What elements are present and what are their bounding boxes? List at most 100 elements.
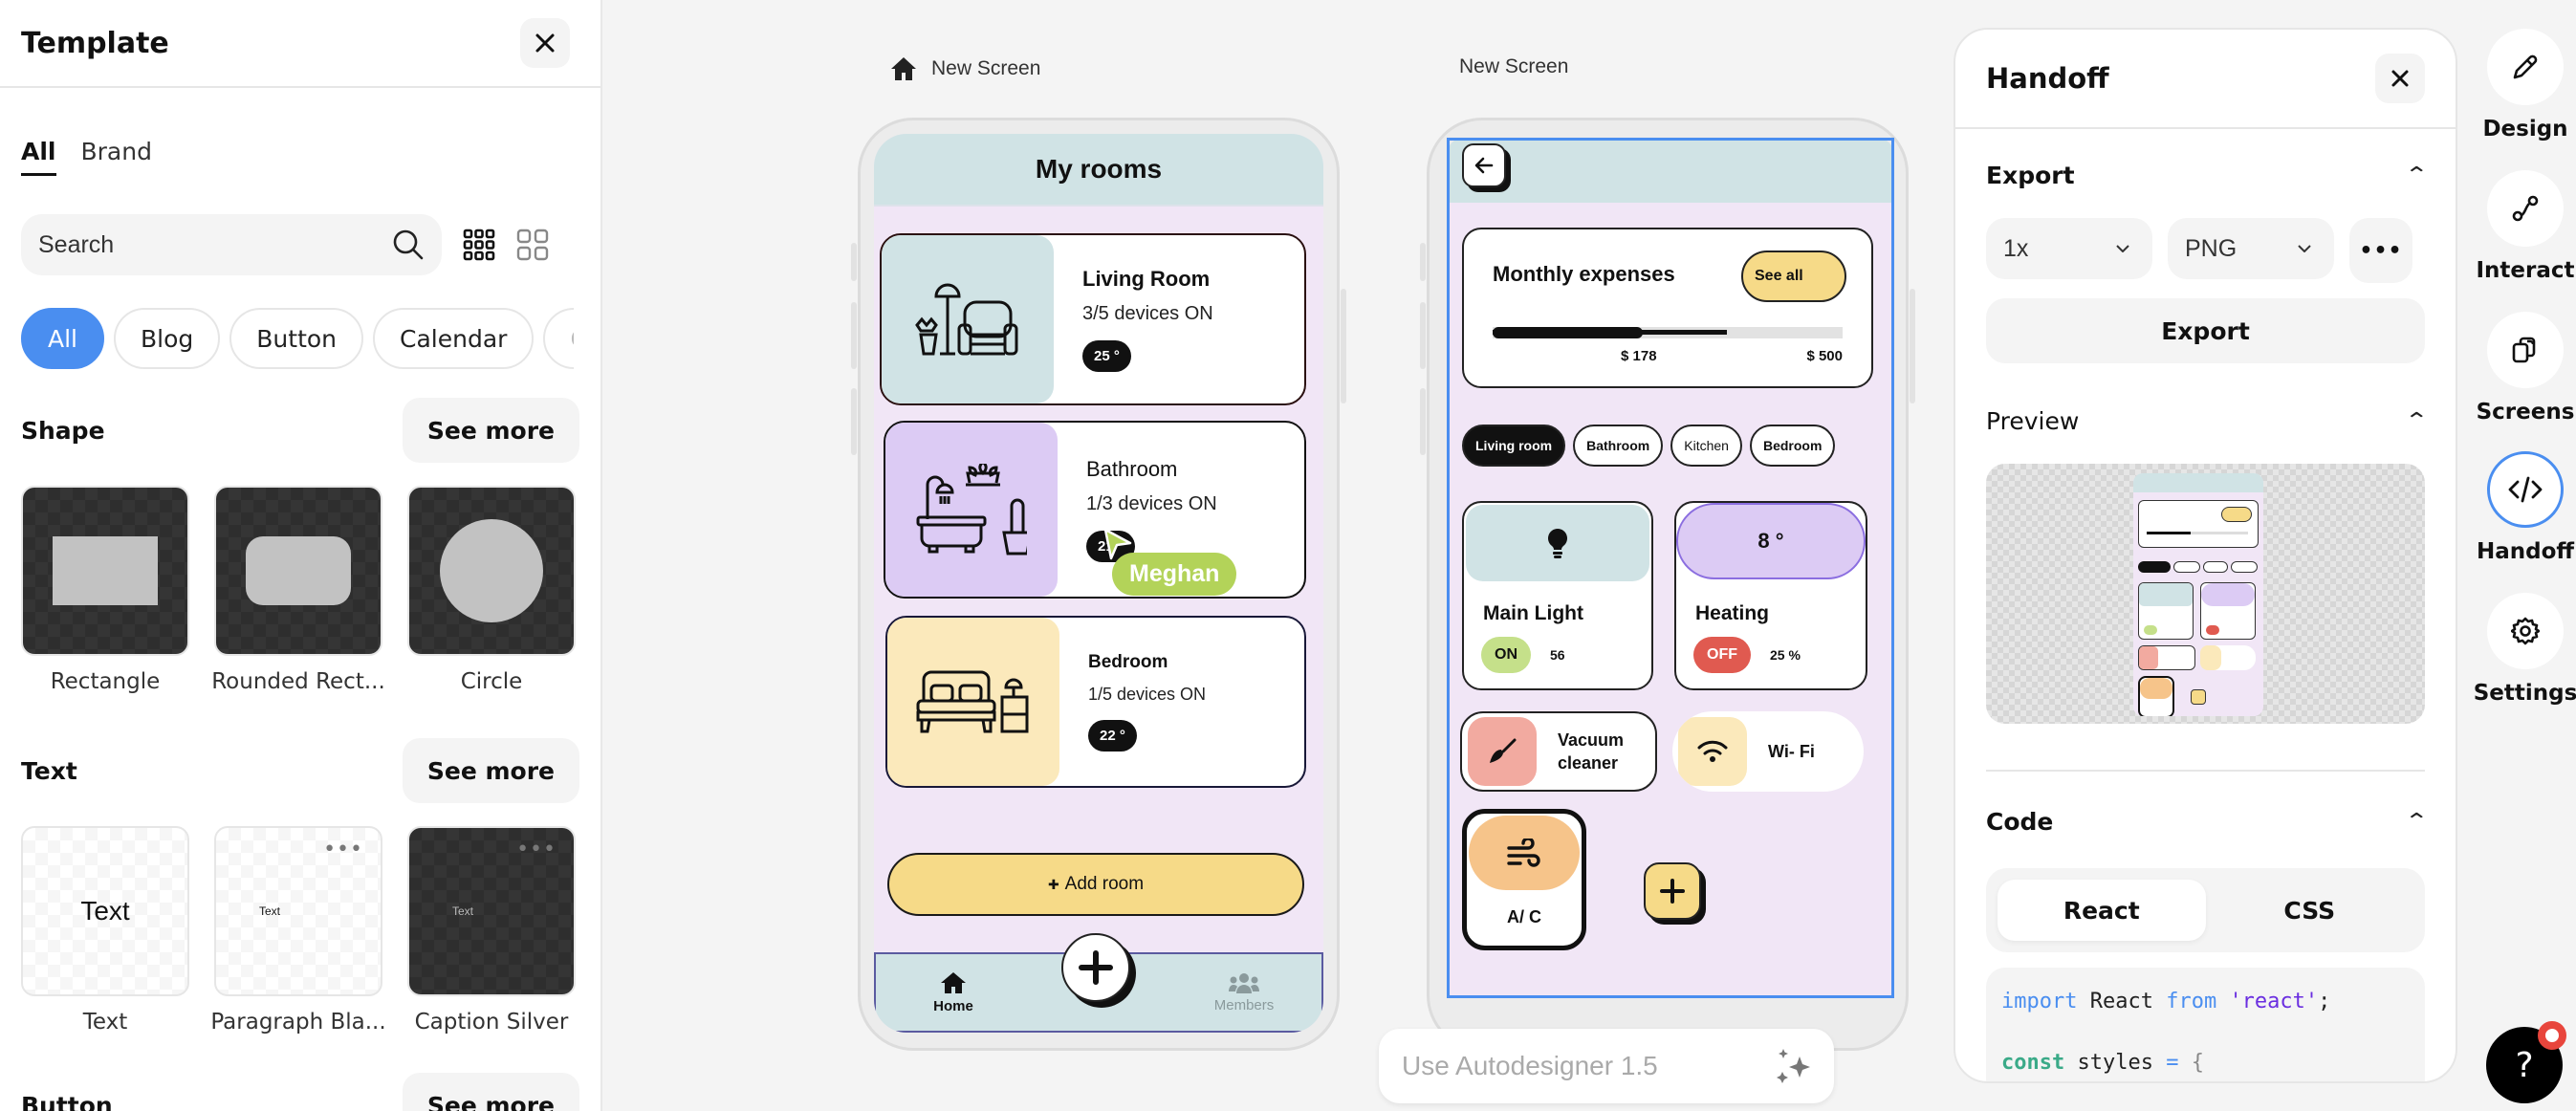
template-tile[interactable]: ••• Text Caption Silver [407, 826, 576, 1035]
section-title: Export [1986, 162, 2075, 189]
device-card-main-light[interactable]: Main Light ON 56 [1462, 501, 1653, 690]
rail-item-interact[interactable]: Interact [2476, 170, 2575, 283]
mini-tab [2138, 561, 2171, 573]
expenses-progress-bar [1493, 327, 1843, 338]
mini-progress [2147, 532, 2248, 534]
chevron-up-icon[interactable]: ⌃ [2403, 810, 2429, 834]
phone-frame-dashboard[interactable]: Monthly expenses See all $ 178 $ 500 Liv… [1420, 118, 1915, 1051]
tab-brand[interactable]: Brand [80, 138, 152, 165]
room-tab-living-room[interactable]: Living room [1462, 425, 1566, 467]
close-button[interactable] [2375, 54, 2425, 103]
device-card-vacuum[interactable]: Vacuum cleaner [1460, 711, 1657, 792]
room-tabs: Living room Bathroom Kitchen Bedroom [1462, 425, 1836, 467]
more-options-button[interactable]: ••• [2349, 218, 2412, 283]
rail-button[interactable] [2487, 170, 2564, 247]
home-icon [941, 971, 966, 993]
template-tile[interactable]: Text Text [21, 826, 189, 1035]
mini-see-all [2221, 507, 2252, 522]
chip-calendar[interactable]: Calendar [373, 308, 535, 369]
device-card-heating[interactable]: 8 ° Heating OFF 25 % [1674, 501, 1867, 690]
rail-button[interactable] [2487, 312, 2564, 388]
mini-device [2138, 645, 2195, 670]
grid-large-icon[interactable] [516, 229, 549, 261]
collaborator-name-tag: Meghan [1112, 553, 1237, 596]
rail-item-screens[interactable]: Screens [2477, 312, 2574, 425]
more-dots-icon[interactable]: ••• [516, 838, 557, 861]
chevron-up-icon[interactable]: ⌃ [2403, 163, 2429, 187]
mini-device [2138, 676, 2174, 716]
rail-label: Design [2482, 117, 2568, 142]
lightbulb-icon [1548, 529, 1567, 558]
see-more-button[interactable]: See more [402, 398, 579, 463]
nav-item-members[interactable]: Members [1187, 972, 1301, 1013]
text-preview: Text [258, 904, 280, 918]
tab-css[interactable]: CSS [2283, 896, 2336, 925]
see-more-button[interactable]: See more [402, 738, 579, 803]
rail-item-handoff[interactable]: Handoff [2477, 451, 2574, 564]
template-tile[interactable]: Rectangle [21, 486, 189, 694]
screen-label[interactable]: New Screen [889, 55, 1040, 82]
status-toggle-on[interactable]: ON [1481, 637, 1531, 673]
rail-button[interactable] [2487, 451, 2564, 528]
room-name: Living Room [1082, 267, 1211, 291]
budget-amount: $ 500 [1806, 348, 1843, 364]
screen-label[interactable]: New Screen [1459, 55, 1568, 78]
sparkle-icon[interactable] [1775, 1047, 1813, 1085]
room-tab-bedroom[interactable]: Bedroom [1749, 425, 1836, 467]
phone-side-button [1910, 289, 1915, 403]
device-card-wifi[interactable]: Wi- Fi [1672, 711, 1864, 792]
add-device-button[interactable] [1644, 862, 1701, 920]
room-info: Living Room 3/5 devices ON 25 ° [1054, 235, 1213, 403]
preview-section-header[interactable]: Preview ⌃ [1955, 407, 2456, 435]
tile-preview [407, 486, 576, 656]
grid-small-icon[interactable] [463, 229, 495, 261]
nav-item-home[interactable]: Home [896, 971, 1011, 1014]
chip-all[interactable]: All [21, 308, 104, 369]
status-toggle-off[interactable]: OFF [1693, 637, 1751, 673]
chip-co[interactable]: Co [543, 308, 574, 369]
search-icon[interactable] [392, 229, 425, 261]
rail-item-design[interactable]: Design [2482, 29, 2568, 142]
back-button[interactable] [1462, 143, 1506, 187]
room-card-bathroom[interactable]: Bathroom 1/3 devices ON 21 ° [884, 421, 1306, 599]
autodesigner-input[interactable] [1402, 1051, 1746, 1081]
room-card-bedroom[interactable]: Bedroom 1/5 devices ON 22 ° [885, 616, 1306, 788]
template-tile[interactable]: Circle [407, 486, 576, 694]
see-all-button[interactable]: See all [1741, 251, 1846, 302]
add-room-button[interactable]: ✚ Add room [887, 853, 1304, 916]
tab-all[interactable]: All [21, 138, 56, 176]
code-block[interactable]: import React from 'react'; const styles … [1986, 968, 2425, 1081]
room-tab-bathroom[interactable]: Bathroom [1573, 425, 1664, 467]
rail-button[interactable] [2487, 29, 2564, 105]
bed-icon [916, 670, 1029, 733]
template-tile[interactable]: Rounded Rect... [211, 486, 385, 694]
more-dots-icon[interactable]: ••• [323, 838, 363, 861]
template-tile[interactable]: ••• Text Paragraph Bla... [210, 826, 386, 1035]
chip-button[interactable]: Button [229, 308, 364, 369]
rail-label: Handoff [2476, 539, 2575, 564]
rail-item-settings[interactable]: Settings [2474, 593, 2576, 706]
add-fab-button[interactable] [1061, 933, 1130, 1002]
tile-label: Paragraph Bla... [210, 1010, 386, 1035]
tab-react[interactable]: React [1997, 880, 2206, 941]
see-more-button[interactable]: See more [402, 1073, 579, 1111]
phone-frame-my-rooms[interactable]: My rooms Living Room 3/5 devices ON 25 °… [851, 118, 1346, 1051]
scale-dropdown[interactable]: 1x [1986, 218, 2152, 279]
mini-add [2191, 689, 2206, 705]
rail-button[interactable] [2487, 593, 2564, 669]
phone-side-button [1420, 388, 1426, 455]
interact-icon [2512, 195, 2539, 222]
format-dropdown[interactable]: PNG [2168, 218, 2334, 279]
export-button[interactable]: Export [1986, 298, 2425, 363]
close-button[interactable] [520, 18, 570, 68]
export-section-header[interactable]: Export ⌃ [1955, 162, 2456, 189]
device-name: A/ C [1507, 907, 1541, 926]
code-token: import [2001, 990, 2078, 1013]
room-tab-kitchen[interactable]: Kitchen [1670, 425, 1742, 467]
code-section-header[interactable]: Code ⌃ [1955, 808, 2456, 836]
device-card-ac[interactable]: A/ C [1462, 809, 1586, 950]
chevron-up-icon[interactable]: ⌃ [2403, 409, 2429, 433]
search-input[interactable] [38, 230, 363, 259]
room-card-living-room[interactable]: Living Room 3/5 devices ON 25 ° [880, 233, 1306, 405]
chip-blog[interactable]: Blog [114, 308, 221, 369]
